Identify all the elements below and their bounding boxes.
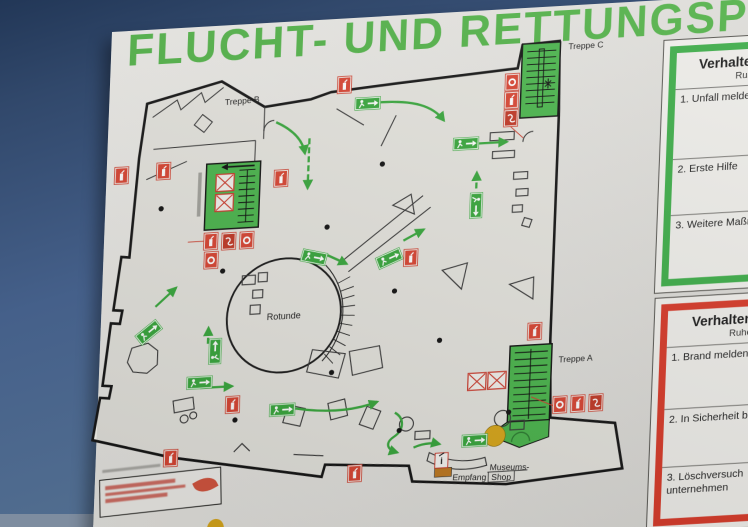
fire-equipment-icons [113,72,604,483]
label-treppe-a: Treppe A [558,352,593,364]
label-rotunde: Rotunde [267,310,301,322]
wall-hatching [146,87,266,181]
panel-fire-step-1: 1. Brand melden [664,335,748,410]
escape-plan-sign: FLUCHT- UND RETTUNGSPLAN [89,0,748,527]
conduct-panel-fire: Verhalten im Brandfall Ruhe bewahren 1. … [645,285,748,527]
panel-accident-step-2: 2. Erste Hilfe [670,148,748,216]
svg-text:Museums-: Museums- [489,462,530,472]
panel-accident-title: Verhalten bei Unfällen [698,49,748,72]
info-icon: i [434,452,449,469]
label-treppe-c: Treppe C [568,39,603,51]
sign-surface: FLUCHT- UND RETTUNGSPLAN [90,0,748,527]
stairwell-b [196,160,262,231]
svg-text:i: i [440,456,443,466]
interior-walls [126,108,535,457]
rotunda [225,257,356,374]
floor-plan: Treppe B Treppe C [91,39,624,486]
conduct-panel-accident: Verhalten bei Unfällen Ruhe bewahren 1. … [653,27,748,294]
label-museums-shop: Museums- Shop [487,462,530,483]
stairwell-c [519,41,562,119]
panel-fire-title: Verhalten im Brandfall [691,306,748,330]
floor-edge [0,514,96,527]
panel-fire-step-2: 2. In Sicherheit bringen [662,397,748,468]
leaf-logo-icon [192,472,219,497]
label-treppe-b: Treppe B [225,94,260,107]
reception-area: i [426,409,531,478]
svg-text:Shop: Shop [491,472,512,482]
escape-routes [154,100,510,456]
panel-accident-step-1: 1. Unfall melden [672,78,748,160]
label-empfang: Empfang [452,472,487,482]
location-marker-dot [206,518,225,527]
columns [158,161,512,434]
